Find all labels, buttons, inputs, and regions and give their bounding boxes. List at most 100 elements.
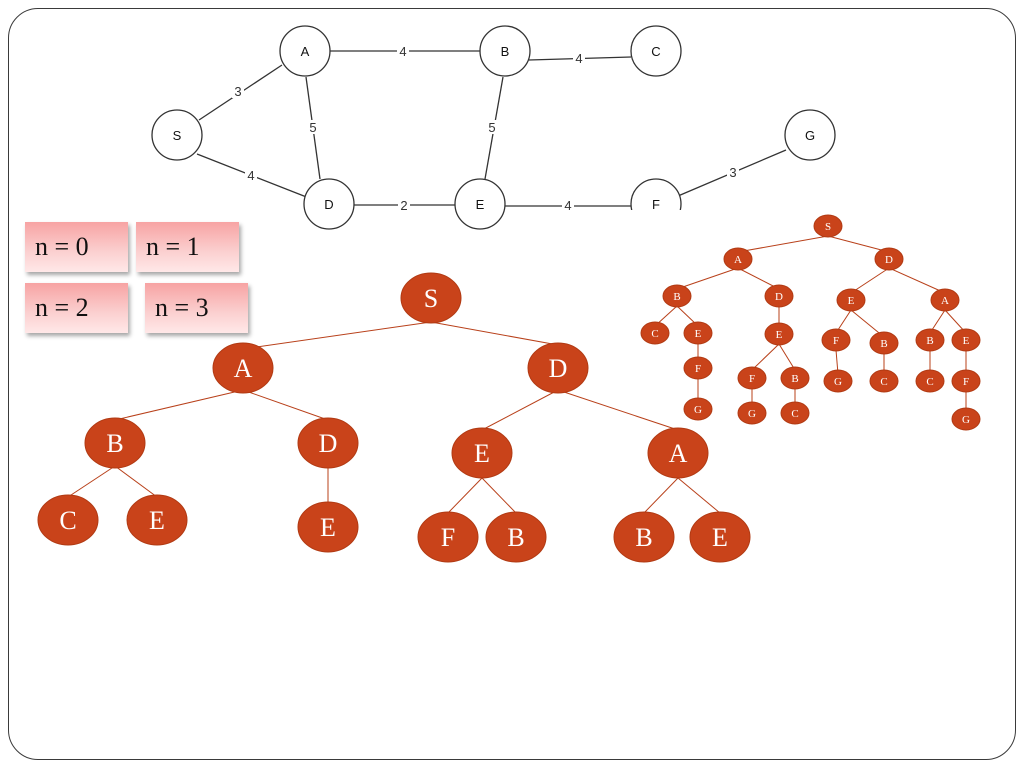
- tree-node-a-b-e-label: E: [149, 506, 165, 535]
- small-tree-node-a-d-e-b-c: C: [780, 401, 810, 425]
- small-tree-node-d-e-f-g: G: [823, 369, 853, 393]
- small-tree-node-d-e-b-c: C: [869, 369, 899, 393]
- graph-node-b: B: [479, 25, 531, 77]
- small-tree-node-label: E: [776, 329, 783, 341]
- tree-node-d-e-label: E: [474, 439, 490, 468]
- tree-node-d-a: A: [647, 427, 709, 479]
- weighted-graph: 3 4 4 5 4 5 2 4 3 S A B C: [151, 25, 836, 230]
- small-tree-node-d-a-e-f-g: G: [951, 407, 981, 431]
- tree-node-d-label: D: [549, 354, 568, 383]
- small-tree-node-label: C: [926, 376, 933, 388]
- tree-node-a-b-c-label: C: [59, 506, 76, 535]
- small-tree-node-label: G: [834, 376, 842, 388]
- small-tree-node-d-a-b: B: [915, 328, 945, 352]
- small-tree-node-d-a-e-f: F: [951, 369, 981, 393]
- graph-node-a: A: [279, 25, 331, 77]
- small-tree-node-a: A: [723, 247, 753, 271]
- small-tree-node-d-a: A: [930, 288, 960, 312]
- small-tree-node-d-e: E: [836, 288, 866, 312]
- tree-node-d-e-f: F: [417, 511, 479, 563]
- graph-node-d: D: [303, 178, 355, 230]
- small-tree-node-label: G: [748, 408, 756, 420]
- small-tree-node-label: B: [880, 338, 887, 350]
- search-tree-depth3: S A D B D E A C: [37, 272, 751, 563]
- small-tree-node-s-label: S: [825, 221, 831, 233]
- edge-weight-b-e: 5: [488, 120, 495, 135]
- small-tree-node-d-e-f: F: [821, 328, 851, 352]
- depth-3-button[interactable]: n = 3: [145, 283, 248, 333]
- small-tree-node-label: E: [848, 295, 855, 307]
- small-tree-node-a-b-c: C: [640, 321, 670, 345]
- small-tree-node-label: B: [926, 335, 933, 347]
- edge-weight-d-e: 2: [400, 198, 407, 213]
- small-tree-node-a-b: B: [662, 284, 692, 308]
- tree-node-a-d-e-label: E: [320, 513, 336, 542]
- small-tree-node-label: F: [749, 373, 755, 385]
- graph-node-g: G: [784, 109, 836, 161]
- tree-node-d-e-b-label: B: [507, 523, 524, 552]
- tree-node-d-e-f-label: F: [441, 523, 455, 552]
- tree-node-d-a-label: A: [669, 439, 688, 468]
- tree-node-a-label: A: [234, 354, 253, 383]
- tree-node-a-b: B: [84, 417, 146, 469]
- tree-node-d-e: E: [451, 427, 513, 479]
- small-tree-node-d-a-b-c: C: [915, 369, 945, 393]
- edge-weight-a-d: 5: [309, 120, 316, 135]
- small-tree-node-d: D: [874, 247, 904, 271]
- tree-node-d: D: [527, 342, 589, 394]
- small-tree-node-label: C: [651, 328, 658, 340]
- small-tree-node-label: A: [734, 254, 742, 266]
- graph-node-g-label: G: [805, 128, 815, 143]
- tree-node-a: A: [212, 342, 274, 394]
- small-tree-node-label: D: [775, 291, 783, 303]
- small-tree-node-label: F: [695, 363, 701, 375]
- small-tree-node-label: D: [885, 254, 893, 266]
- graph-node-s: S: [151, 109, 203, 161]
- small-tree-node-label: C: [791, 408, 798, 420]
- tree-node-a-d-label: D: [319, 429, 338, 458]
- edge-weight-s-d: 4: [247, 168, 254, 183]
- graph-node-s-label: S: [173, 128, 182, 143]
- small-tree-node-label: B: [673, 291, 680, 303]
- tree-node-a-b-c: C: [37, 494, 99, 546]
- edge-weight-a-b: 4: [399, 44, 406, 59]
- depth-0-button[interactable]: n = 0: [25, 222, 128, 272]
- tree-node-a-d-e: E: [297, 501, 359, 553]
- small-tree-node-a-b-e-f: F: [683, 356, 713, 380]
- small-tree-node-label: E: [963, 335, 970, 347]
- small-tree-node-a-d-e: E: [764, 322, 794, 346]
- edge-weight-f-g: 3: [729, 165, 736, 180]
- edge-weight-e-f: 4: [564, 198, 571, 213]
- small-tree-node-d-a-e: E: [951, 328, 981, 352]
- graph-node-a-label: A: [301, 44, 310, 59]
- edge-weight-s-a: 3: [234, 84, 241, 99]
- graph-node-e-label: E: [476, 197, 485, 212]
- depth-2-button[interactable]: n = 2: [25, 283, 128, 333]
- edge-weight-b-c: 4: [575, 51, 582, 66]
- tree-node-d-e-b: B: [485, 511, 547, 563]
- tree-node-s: S: [400, 272, 462, 324]
- small-tree-node-label: B: [791, 373, 798, 385]
- small-tree-node-label: C: [880, 376, 887, 388]
- tree-node-s-label: S: [424, 284, 438, 313]
- small-tree-node-label: E: [695, 328, 702, 340]
- small-tree-node-d-e-b: B: [869, 331, 899, 355]
- small-tree-node-a-b-e-f-g: G: [683, 397, 713, 421]
- small-tree-node-label: F: [833, 335, 839, 347]
- graph-node-f: F: [630, 178, 682, 212]
- graph-node-d-label: D: [324, 197, 333, 212]
- small-tree-node-a-d-e-b: B: [780, 366, 810, 390]
- small-tree-node-a-b-e: E: [683, 321, 713, 345]
- small-tree-node-label: A: [941, 295, 949, 307]
- small-tree-node-s: S: [813, 214, 843, 238]
- graph-node-e: E: [454, 178, 506, 230]
- tree-node-d-a-b-label: B: [635, 523, 652, 552]
- depth-1-button[interactable]: n = 1: [136, 222, 239, 272]
- graph-node-f-label: F: [652, 197, 660, 212]
- small-tree-node-a-d: D: [764, 284, 794, 308]
- small-tree-node-label: F: [963, 376, 969, 388]
- tree-node-d-a-e-label: E: [712, 523, 728, 552]
- graph-node-c-label: C: [651, 44, 660, 59]
- tree-node-d-a-e: E: [689, 511, 751, 563]
